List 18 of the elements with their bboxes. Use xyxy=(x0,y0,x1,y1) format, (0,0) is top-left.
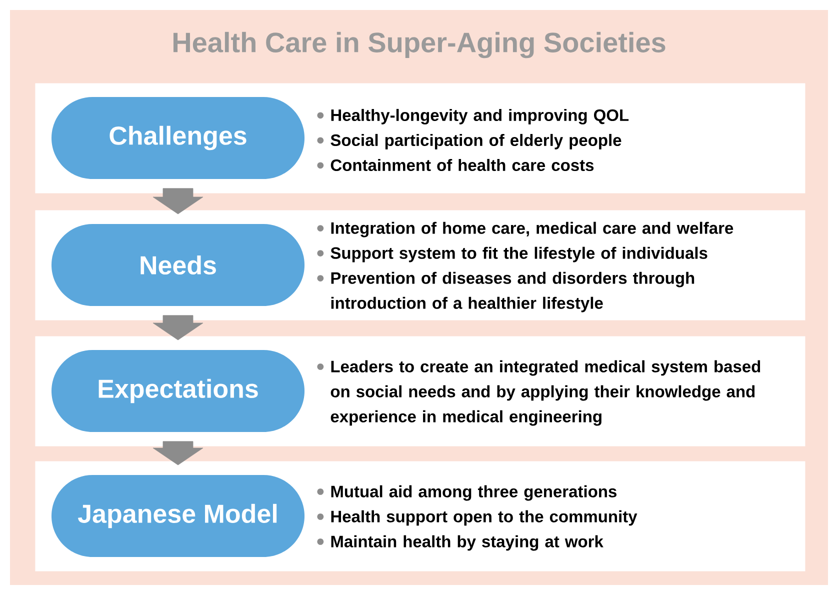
pill-box: Needs xyxy=(52,224,304,306)
down-arrow xyxy=(152,188,204,214)
node-label: Social participation of elderly people xyxy=(330,134,622,150)
pill-box: Japanese Model xyxy=(52,475,304,557)
node-label: Mutual aid among three generations xyxy=(331,485,616,501)
title: Health Care in Super-Aging Societies xyxy=(173,32,666,58)
node-label: Support system to fit the lifestyle of individuals xyxy=(330,246,708,262)
node-label: Maintain health by staying at work xyxy=(331,535,604,551)
node-label: Integration of home care, medical care and welfare xyxy=(331,222,734,238)
node-label: Containment of health care costs xyxy=(330,158,594,172)
down-arrow xyxy=(152,441,204,466)
pill-box: Challenges xyxy=(52,97,304,179)
node-label: Prevention of diseases and disorders through introduction of a healthier lifestyle xyxy=(331,272,694,312)
down-arrow xyxy=(152,315,204,340)
pill-box: Expectations xyxy=(52,350,304,432)
node-label: Health support open to the community xyxy=(331,510,638,526)
node-label: Leaders to create an integrated medical system based on social needs and by applying their knowledge and experience in medical engineering xyxy=(330,360,760,426)
node-label: Healthy-longevity and improving QOL xyxy=(331,108,629,124)
